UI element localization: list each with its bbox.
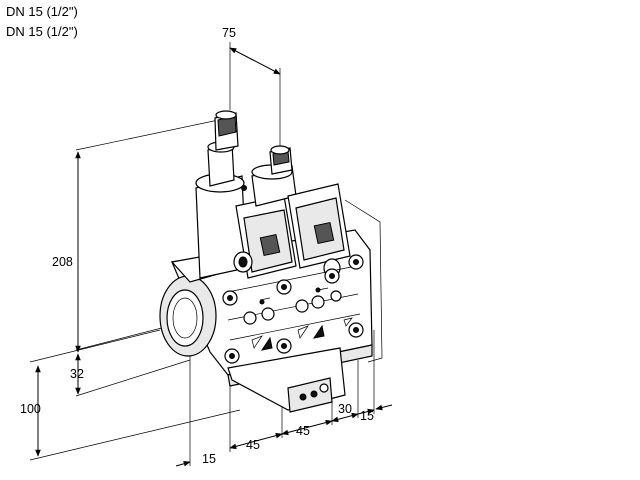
test-port-3 <box>295 299 309 313</box>
dimension-line-15-left <box>175 461 191 467</box>
extension-line-100-top <box>29 329 161 363</box>
flow-triangle-3 <box>343 317 353 327</box>
dim-label-100: 100 <box>20 402 41 416</box>
test-port-4 <box>311 295 325 309</box>
header-line-2: DN 15 (1/2") <box>6 24 78 39</box>
right-knob-top <box>270 145 290 155</box>
dimension-line-45-a <box>229 432 283 450</box>
flow-mark-1 <box>260 336 273 351</box>
inlet-thread-inner <box>172 297 198 339</box>
dim-label-15-right: 15 <box>360 409 374 423</box>
left-connector-plug <box>259 233 281 257</box>
base-port-2 <box>310 390 318 398</box>
flow-mark-2 <box>312 324 325 339</box>
dimension-line-75 <box>229 47 281 75</box>
dim-label-45-a: 45 <box>246 438 260 452</box>
extension-line-100-bottom <box>29 409 241 461</box>
dimension-line-30 <box>331 412 359 423</box>
dimension-line-15-right-b <box>375 404 393 411</box>
valve-assembly <box>159 110 383 413</box>
dim-label-15-left: 15 <box>202 452 216 466</box>
test-port-1 <box>243 311 257 325</box>
base-port-1 <box>299 393 307 401</box>
flow-arrow-1 <box>259 297 271 301</box>
left-knob-top <box>215 110 237 120</box>
dim-label-32: 32 <box>70 367 84 381</box>
right-connector-plug <box>313 221 335 245</box>
extension-line-32-bottom <box>75 359 191 397</box>
inlet-opening <box>166 289 204 347</box>
rail-lower <box>229 313 361 341</box>
flow-triangle-2 <box>297 325 309 339</box>
rear-frame <box>344 199 383 363</box>
header-line-1: DN 15 (1/2") <box>6 4 78 19</box>
flow-triangle-1 <box>251 335 263 349</box>
base-port-3 <box>319 383 329 393</box>
dim-label-208: 208 <box>52 255 73 269</box>
dimension-line-15-right-a <box>357 408 375 415</box>
indicator-dot-1 <box>259 299 265 305</box>
dimension-labels: 75 208 32 100 15 45 45 30 15 <box>20 26 374 466</box>
dim-label-45-b: 45 <box>296 424 310 438</box>
flow-arrow-2 <box>317 287 329 291</box>
test-port-2 <box>261 307 275 321</box>
dimension-line-45-b <box>281 419 333 436</box>
left-coil-screw <box>241 185 247 191</box>
dim-label-30: 30 <box>338 402 352 416</box>
extension-line-208-top <box>75 117 229 151</box>
dim-label-75: 75 <box>222 26 236 40</box>
test-port-5 <box>330 290 342 302</box>
left-gland-hole <box>238 256 248 268</box>
